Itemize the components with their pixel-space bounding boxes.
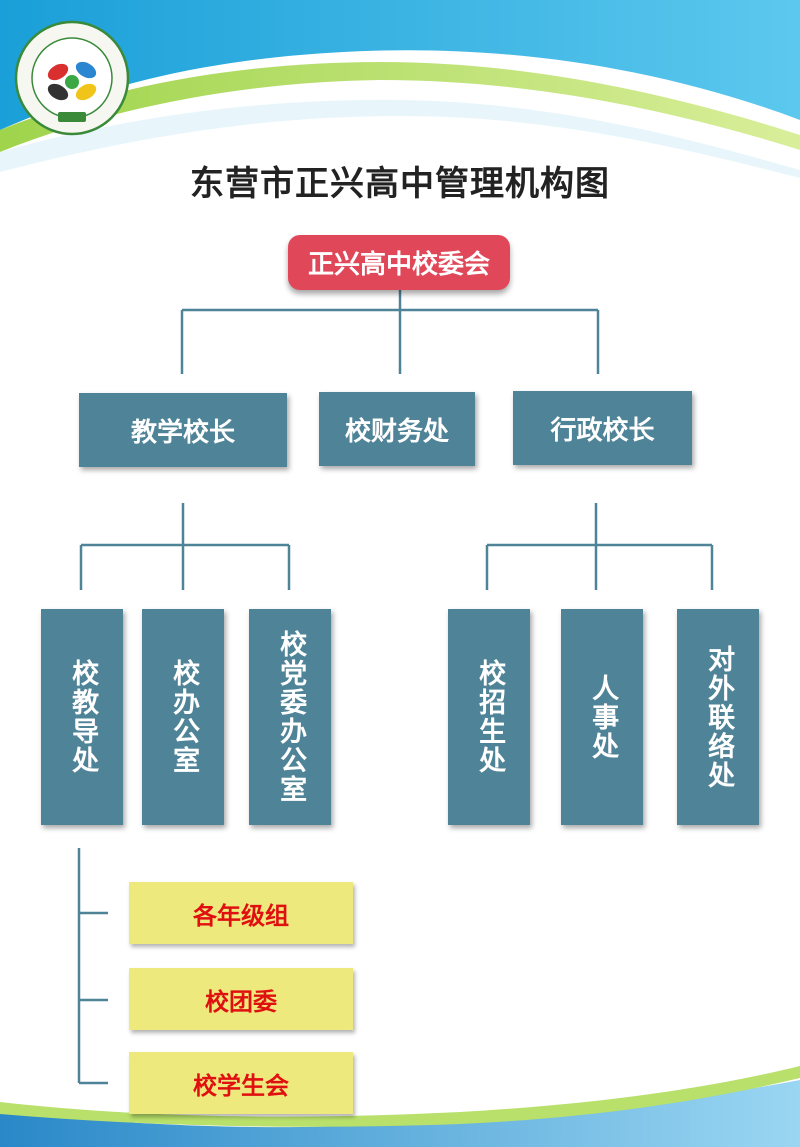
student-union-box: 校学生会 — [129, 1052, 353, 1114]
grade-groups-box: 各年级组 — [129, 882, 353, 944]
party-office-box: 校党委办公室 — [249, 609, 331, 825]
admissions-office-box: 校招生处 — [448, 609, 530, 825]
teaching-principal-box: 教学校长 — [79, 393, 287, 467]
external-liaison-box: 对外联络处 — [677, 609, 759, 825]
youth-league-box: 校团委 — [129, 968, 353, 1030]
admin-principal-box: 行政校长 — [513, 391, 692, 465]
school-logo — [14, 20, 130, 136]
finance-office-box: 校财务处 — [319, 392, 475, 466]
page-title: 东营市正兴高中管理机构图 — [190, 164, 610, 204]
school-committee-box: 正兴高中校委会 — [288, 235, 510, 290]
academic-affairs-box: 校教导处 — [41, 609, 123, 825]
school-office-box: 校办公室 — [142, 609, 224, 825]
personnel-office-box: 人事处 — [561, 609, 643, 825]
